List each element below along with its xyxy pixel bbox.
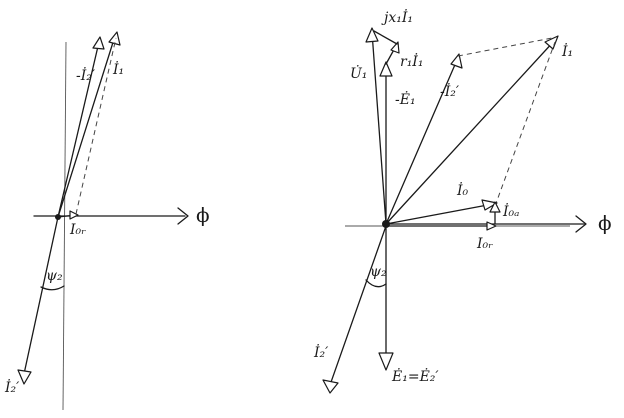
right-neg-e1-label: -Ė₁ [395, 90, 416, 108]
right-neg-e1-arrowhead [379, 61, 393, 77]
left-neg-i2-prime-arrowhead [92, 36, 105, 50]
right-neg-i2-prime-vector [385, 59, 458, 225]
right-flux-arrowhead [575, 215, 587, 233]
left-i1-label: İ₁ [112, 60, 124, 78]
right-i0r-arrowhead [486, 221, 497, 231]
right-jx1-i1-vector [373, 30, 398, 45]
right-i0-label: İ₀ [456, 181, 469, 199]
left-neg-i2-prime-vector [57, 41, 100, 218]
right-origin-point [382, 220, 390, 228]
right-i0a-arrowhead [489, 201, 501, 213]
right-neg-i2-prime-label: -İ₂′ [440, 82, 460, 100]
left-i0r-label: I₀ᵣ [69, 222, 86, 238]
left-dashed-construction [75, 37, 117, 215]
left-flux-label: ϕ [196, 203, 210, 227]
right-i2-prime-vector [329, 225, 387, 386]
left-psi2-label: ψ₂ [46, 268, 63, 284]
left-flux-arrowhead [177, 207, 189, 225]
left-psi2-arc [40, 285, 65, 291]
right-neg-i2-prime-arrowhead [450, 53, 463, 69]
right-psi2-label: ψ₂ [370, 264, 387, 280]
right-i0-arrowhead [481, 199, 498, 211]
left-i2-prime-vector [23, 216, 59, 375]
right-r1-i1-arrowhead [390, 41, 400, 54]
left-i2-prime-label: İ₂′ [4, 378, 20, 396]
right-u1-label: U̇₁ [350, 64, 367, 82]
right-i0r-label: I₀ᵣ [476, 236, 493, 252]
left-i2-prime-arrowhead [17, 369, 32, 385]
right-psi2-arc [365, 279, 387, 288]
right-i2-prime-arrowhead [322, 379, 339, 394]
right-u1-arrowhead [365, 27, 379, 43]
right-r1-i1-label: r₁İ₁ [400, 52, 423, 70]
right-phasor-diagram: ϕ Ė₁=Ė₂′ U̇₁ -Ė₁ r₁İ₁ jx₁İ₁ -İ₂′ İ₁ [313, 8, 612, 394]
right-i1-arrowhead [544, 35, 559, 50]
right-i0-vector [385, 203, 494, 225]
right-e1-equals-e2-label: Ė₁=Ė₂′ [391, 367, 439, 385]
right-dashed-top [457, 37, 553, 57]
right-i1-label: İ₁ [561, 42, 573, 60]
left-neg-i2-prime-label: -İ₂′ [76, 66, 96, 84]
right-i0a-label: İ₀ₐ [502, 202, 519, 220]
right-jx1-i1-label: jx₁İ₁ [381, 8, 413, 26]
left-vertical-axis [62, 41, 67, 411]
right-flux-label: ϕ [598, 211, 612, 235]
left-i1-vector [57, 35, 116, 218]
right-dashed-right [494, 41, 556, 207]
left-phasor-diagram: ϕ I₀ᵣ -İ₂′ İ₁ İ₂′ ψ₂ [4, 31, 210, 411]
left-origin-point [55, 214, 61, 220]
right-u1-vector [371, 31, 387, 225]
left-i0r-arrowhead [69, 210, 79, 220]
right-i2-prime-label: İ₂′ [313, 343, 329, 361]
right-e1-arrowhead [378, 352, 394, 371]
right-i1-vector [385, 39, 556, 225]
